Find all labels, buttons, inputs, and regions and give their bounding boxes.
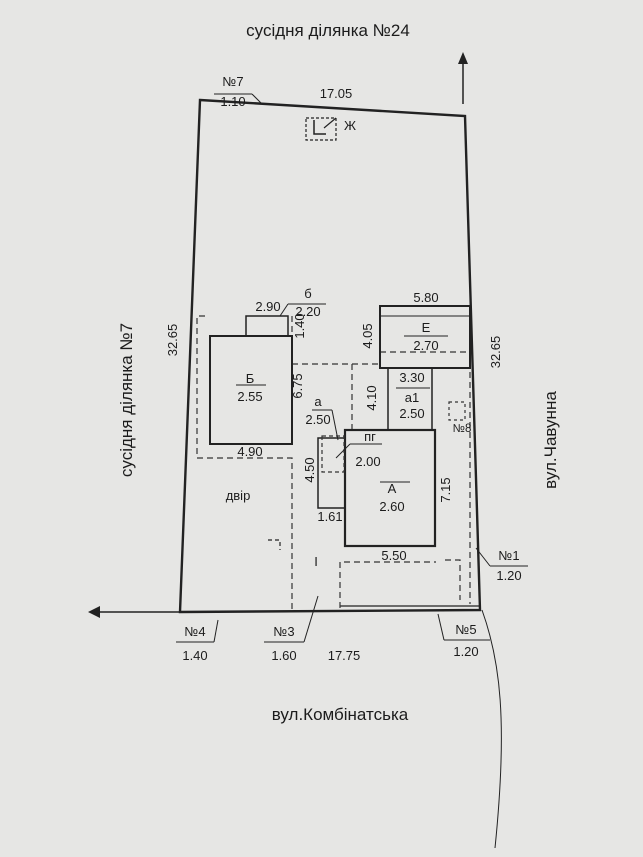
building-e-width: 5.80 [413, 290, 438, 305]
building-e-depth: 4.05 [360, 323, 375, 348]
point-4-num: №4 [184, 624, 205, 639]
building-small-a-depth: 6.75 [290, 373, 305, 398]
porch-pg-letter: пг [364, 429, 376, 444]
building-a-width: 5.50 [381, 548, 406, 563]
building-small-b-depth: 1.40 [292, 313, 307, 338]
north-length: 17.05 [320, 86, 353, 101]
building-a-height: 2.60 [379, 499, 404, 514]
building-small-a-letter: а [314, 394, 322, 409]
point-7-dist: 1.10 [220, 94, 245, 109]
neighbor-west-label: сусідня ділянка №7 [117, 323, 136, 477]
west-arrow [88, 606, 180, 618]
point-3-num: №3 [273, 624, 294, 639]
gate-label: I [314, 554, 318, 569]
building-small-b-height: 2.20 [295, 304, 320, 319]
building-small-b [245, 315, 289, 336]
west-length: 32.65 [165, 324, 180, 357]
yard-label: двір [226, 488, 251, 503]
building-e-letter: Е [422, 320, 431, 335]
building-a1-height: 2.50 [399, 406, 424, 421]
building-small-b-width: 2.90 [255, 299, 280, 314]
building-small-a [317, 437, 345, 509]
porch-pg-height: 2.00 [355, 454, 380, 469]
well-icon [305, 117, 337, 141]
building-small-a-height: 2.50 [305, 412, 330, 427]
building-e-height: 2.70 [413, 338, 438, 353]
well-label: Ж [344, 118, 356, 133]
building-b [209, 335, 293, 445]
building-b-letter: Б [246, 371, 255, 386]
building-a1-depth: 4.10 [364, 385, 379, 410]
plot-boundary [178, 98, 482, 614]
point-4-dist: 1.40 [182, 648, 207, 663]
building-small-b-letter: б [304, 286, 311, 301]
point-8-marker [448, 401, 466, 421]
porch-pg [321, 435, 345, 473]
building-b-width: 4.90 [237, 444, 262, 459]
building-a [343, 428, 437, 548]
point-7-num: №7 [222, 74, 243, 89]
north-arrow [458, 52, 468, 104]
building-a-letter: А [388, 481, 397, 496]
porch-depth: 4.50 [302, 457, 317, 482]
building-a1-letter: а1 [405, 390, 419, 405]
point-5-dist: 1.20 [453, 644, 478, 659]
building-a1-width: 3.30 [399, 370, 424, 385]
dashed-outlines [196, 315, 471, 610]
building-b-height: 2.55 [237, 389, 262, 404]
porch-width: 1.61 [317, 509, 342, 524]
point-3-dist: 1.60 [271, 648, 296, 663]
street-south-label: вул.Комбінатська [272, 705, 409, 724]
building-a-depth: 7.15 [438, 477, 453, 502]
east-street-curve [481, 609, 502, 849]
point-1-dist: 1.20 [496, 568, 521, 583]
neighbor-north-label: сусідня ділянка №24 [246, 21, 410, 40]
point-5-num: №5 [455, 622, 476, 637]
point-1-num: №1 [498, 548, 519, 563]
east-length: 32.65 [488, 336, 503, 369]
point-8-num: №8 [453, 423, 472, 435]
south-length: 17.75 [328, 648, 361, 663]
building-e [379, 305, 471, 369]
street-east-label: вул.Чавунна [541, 391, 560, 489]
